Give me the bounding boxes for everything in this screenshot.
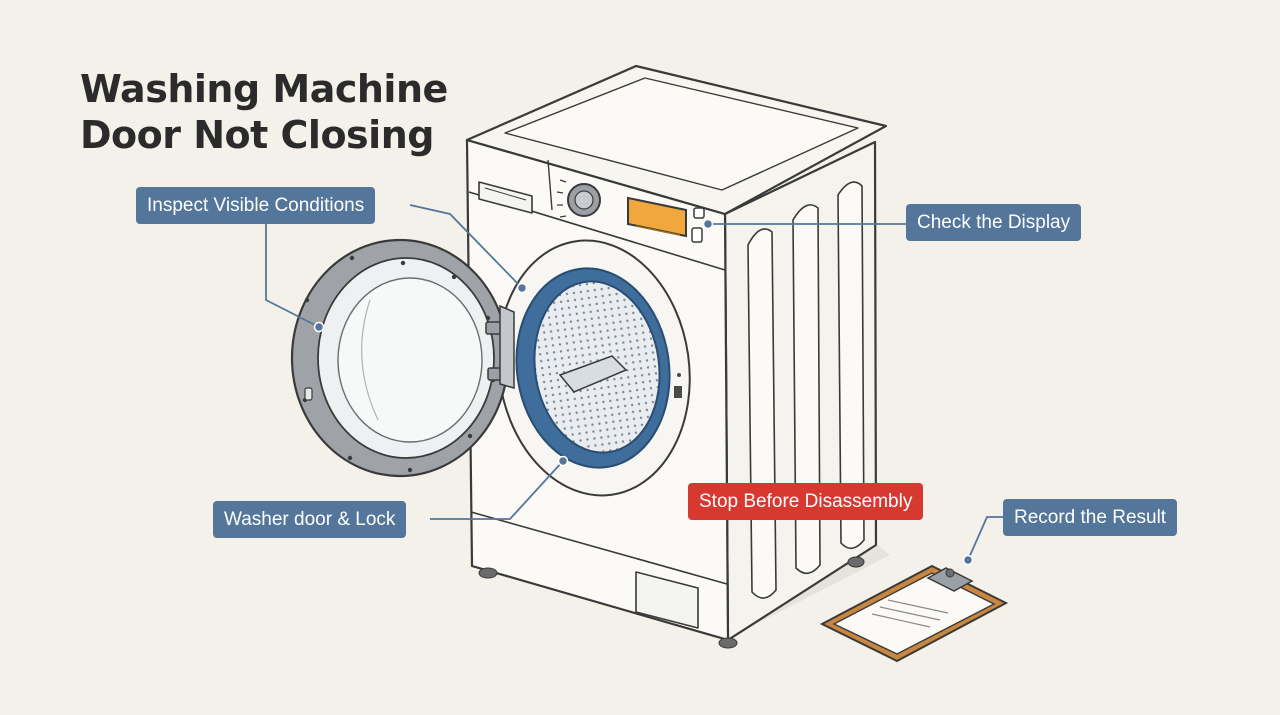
leader-inspect-machine (409, 204, 523, 289)
display-screen-icon (627, 196, 687, 238)
leader-inspect-door (265, 224, 320, 328)
title-line-2: Door Not Closing (80, 113, 434, 157)
open-door (290, 238, 515, 478)
diagram-title: Washing Machine Door Not Closing (80, 66, 448, 158)
control-panel (556, 179, 705, 243)
label-check-the-display: Check the Display (906, 204, 1082, 241)
label-washer-door-lock: Washer door & Lock (213, 501, 407, 538)
dial-knob-icon (567, 183, 601, 217)
title-line-1: Washing Machine (80, 67, 448, 111)
label-inspect-visible-conditions: Inspect Visible Conditions (136, 187, 376, 224)
callout-leader-lines (265, 204, 1003, 561)
leader-door-lock (430, 460, 564, 520)
drum-porthole (497, 239, 691, 497)
leader-record (967, 516, 1003, 561)
label-stop-before-disassembly: Stop Before Disassembly (688, 483, 924, 520)
label-record-the-result: Record the Result (1003, 499, 1178, 536)
clipboard-icon (819, 564, 1009, 663)
